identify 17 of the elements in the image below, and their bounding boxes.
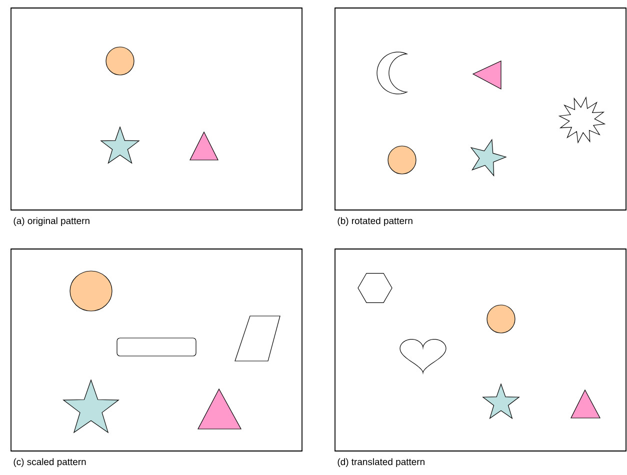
node-label: (b) rotated pattern — [338, 217, 412, 226]
circle-shape — [70, 270, 112, 312]
circle-shape — [486, 304, 516, 334]
box-shape — [116, 338, 196, 356]
circle-shape — [106, 46, 134, 76]
node-label: (a) original pattern — [14, 217, 90, 226]
pattern-panel: (a) original pattern — [10, 8, 302, 226]
hexagon-shape — [358, 272, 392, 303]
pattern-panel: (d) translated pattern — [334, 248, 626, 468]
circle-shape — [388, 146, 416, 174]
pattern-panel: (b) rotated pattern — [334, 8, 626, 226]
pattern-panel: (c) scaled pattern — [10, 248, 302, 468]
node-label: (c) scaled pattern — [14, 458, 86, 468]
parallelogram-shape — [234, 316, 280, 362]
crescent-shape — [376, 52, 408, 94]
node-label: (d) translated pattern — [338, 458, 424, 468]
heart-shape — [400, 339, 446, 375]
